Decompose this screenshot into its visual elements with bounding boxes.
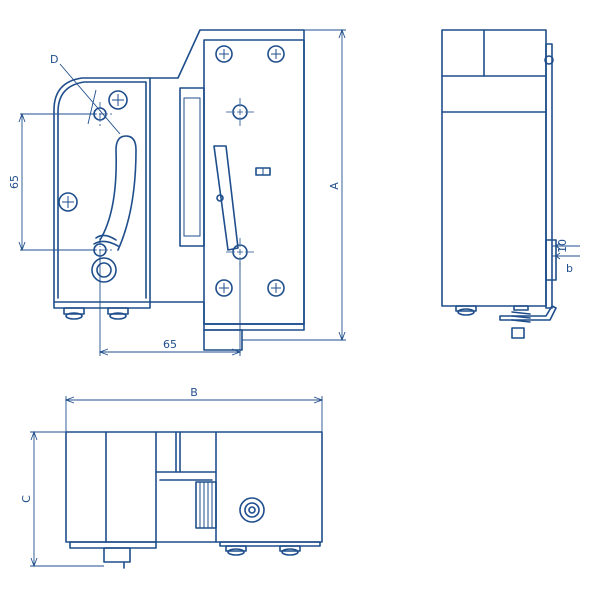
feet	[63, 307, 129, 320]
hole-icon	[226, 238, 254, 266]
dimension-label-d: D	[50, 53, 58, 66]
front-view	[53, 29, 305, 351]
dimension-label-horizontal: 65	[163, 338, 177, 351]
spring-icon	[511, 305, 531, 339]
side-view: 10 b	[441, 29, 580, 339]
port-icon	[239, 497, 265, 523]
dimension-label-b: B	[190, 386, 198, 399]
screw-icon	[267, 279, 285, 297]
hole-icon	[226, 98, 254, 126]
dimension-label-c: C	[20, 495, 33, 503]
front-view-dimensions: 65 65 A D	[8, 28, 346, 356]
dimension-label-vertical: 65	[8, 175, 21, 189]
dimension-label-stroke: 10	[556, 239, 569, 253]
screw-icon	[267, 45, 285, 63]
top-view-dimensions: B C	[20, 386, 324, 568]
screw-icon	[215, 279, 233, 297]
dimension-label-a: A	[328, 182, 341, 190]
screw-icon	[108, 90, 128, 110]
top-view	[65, 431, 323, 569]
dimension-label-b-lower: b	[566, 262, 573, 275]
screw-icon	[58, 192, 78, 212]
screw-icon	[215, 45, 233, 63]
